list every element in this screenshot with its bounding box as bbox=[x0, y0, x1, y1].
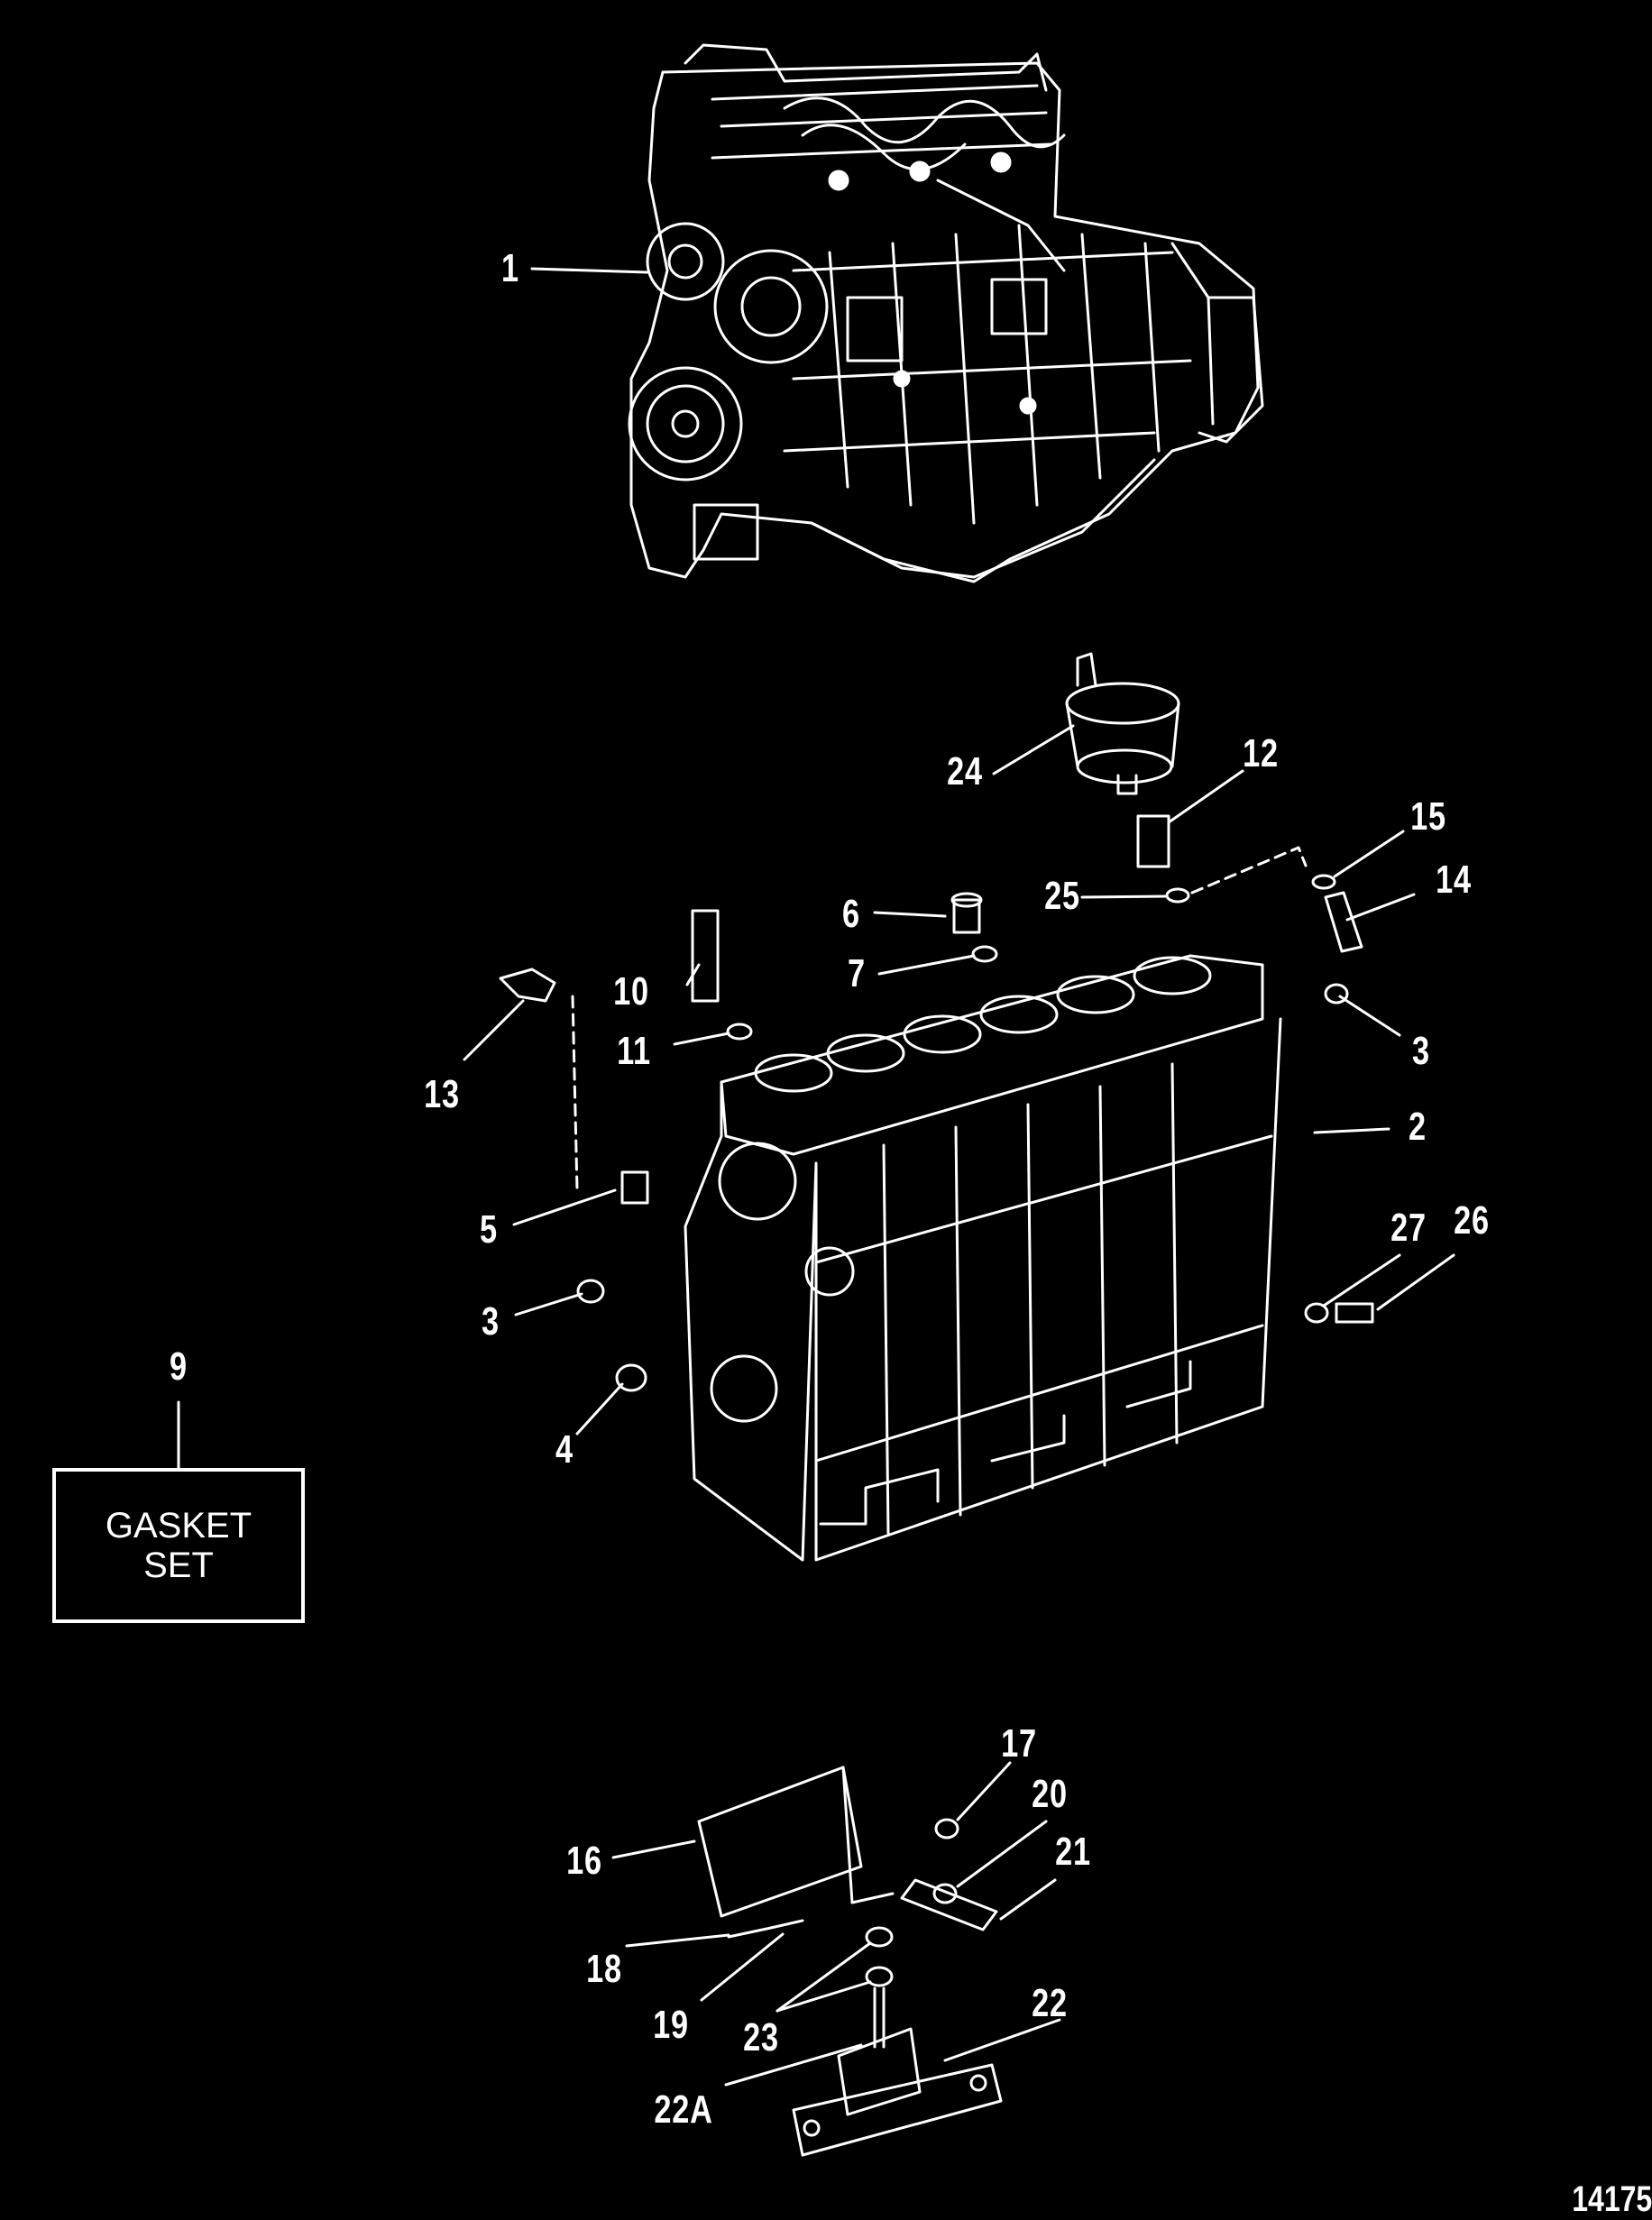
callout-1: 1 bbox=[501, 246, 519, 290]
callout-6: 6 bbox=[842, 892, 860, 936]
callout-22a: 22A bbox=[654, 2087, 713, 2132]
callout-13: 13 bbox=[424, 1072, 460, 1116]
callout-20: 20 bbox=[1032, 1772, 1068, 1816]
callout-10: 10 bbox=[613, 969, 649, 1014]
cylinder-block-illustration bbox=[684, 954, 1282, 1562]
callout-26: 26 bbox=[1454, 1198, 1490, 1243]
callout-3-left: 3 bbox=[482, 1299, 500, 1344]
callout-9: 9 bbox=[170, 1344, 188, 1389]
callout-3-right: 3 bbox=[1412, 1029, 1430, 1073]
oil-filter-illustration bbox=[1065, 652, 1180, 795]
callout-17: 17 bbox=[1001, 1721, 1037, 1766]
callout-7: 7 bbox=[848, 951, 866, 995]
assembled-engine-illustration bbox=[628, 43, 1264, 583]
callout-21: 21 bbox=[1055, 1830, 1091, 1874]
engine-mount-illustration bbox=[697, 1766, 1003, 2157]
callout-15: 15 bbox=[1410, 794, 1446, 839]
callout-25: 25 bbox=[1044, 874, 1080, 918]
callout-2: 2 bbox=[1409, 1105, 1427, 1149]
callout-19: 19 bbox=[653, 2003, 689, 2047]
callout-16: 16 bbox=[566, 1839, 602, 1883]
callout-24: 24 bbox=[947, 749, 983, 794]
callout-23: 23 bbox=[743, 2015, 779, 2059]
callout-14: 14 bbox=[1436, 858, 1472, 902]
gasket-set-box: GASKET SET bbox=[52, 1468, 305, 1623]
callout-22: 22 bbox=[1032, 1981, 1068, 2025]
callout-18: 18 bbox=[586, 1947, 622, 1991]
callout-4: 4 bbox=[555, 1427, 574, 1472]
callout-12: 12 bbox=[1243, 731, 1279, 775]
leader-lines bbox=[177, 267, 1455, 2087]
callout-27: 27 bbox=[1390, 1206, 1427, 1250]
callout-11: 11 bbox=[617, 1029, 651, 1073]
small-fittings-illustration bbox=[499, 814, 1374, 1392]
callout-5: 5 bbox=[480, 1207, 498, 1252]
figure-number: 14175 bbox=[1572, 2179, 1652, 2219]
gasket-set-label: GASKET SET bbox=[105, 1506, 252, 1585]
